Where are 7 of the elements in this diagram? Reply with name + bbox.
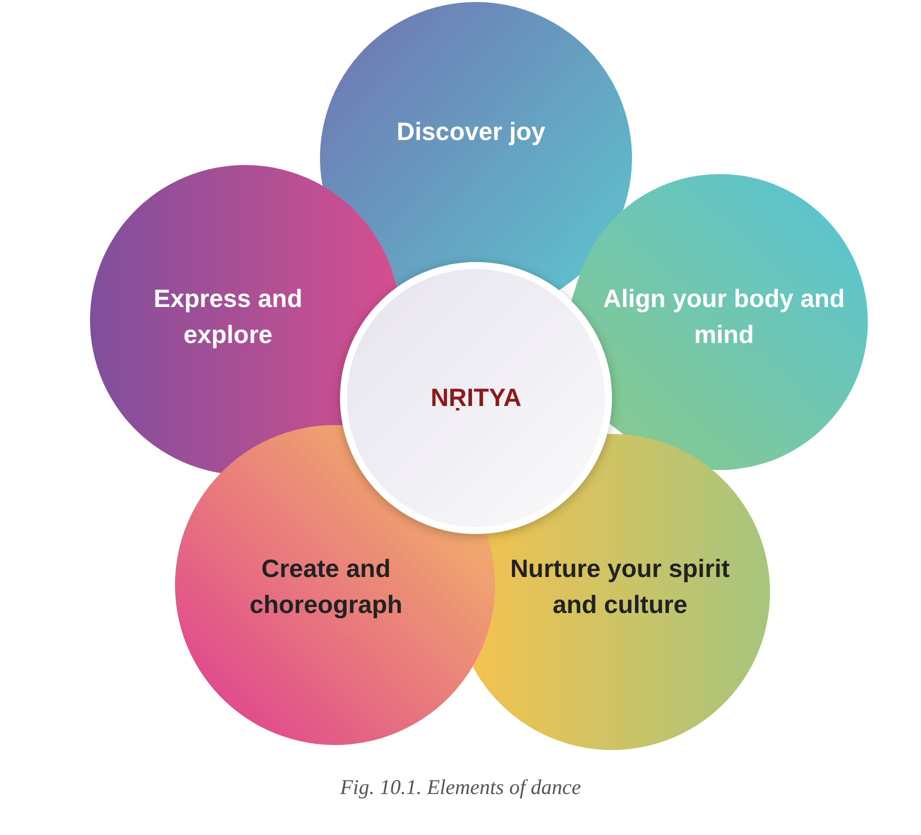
center-label: NṚITYA: [430, 383, 522, 414]
petal-label: Align your body and mind: [602, 284, 846, 351]
figure-caption: Fig. 10.1. Elements of dance: [340, 775, 581, 799]
petal-label: Discover joy: [396, 117, 546, 148]
petal-label: Express and explore: [152, 284, 304, 351]
petal-label: Create and choreograph: [248, 554, 404, 621]
petal-label: Nurture your spirit and culture: [509, 554, 731, 621]
